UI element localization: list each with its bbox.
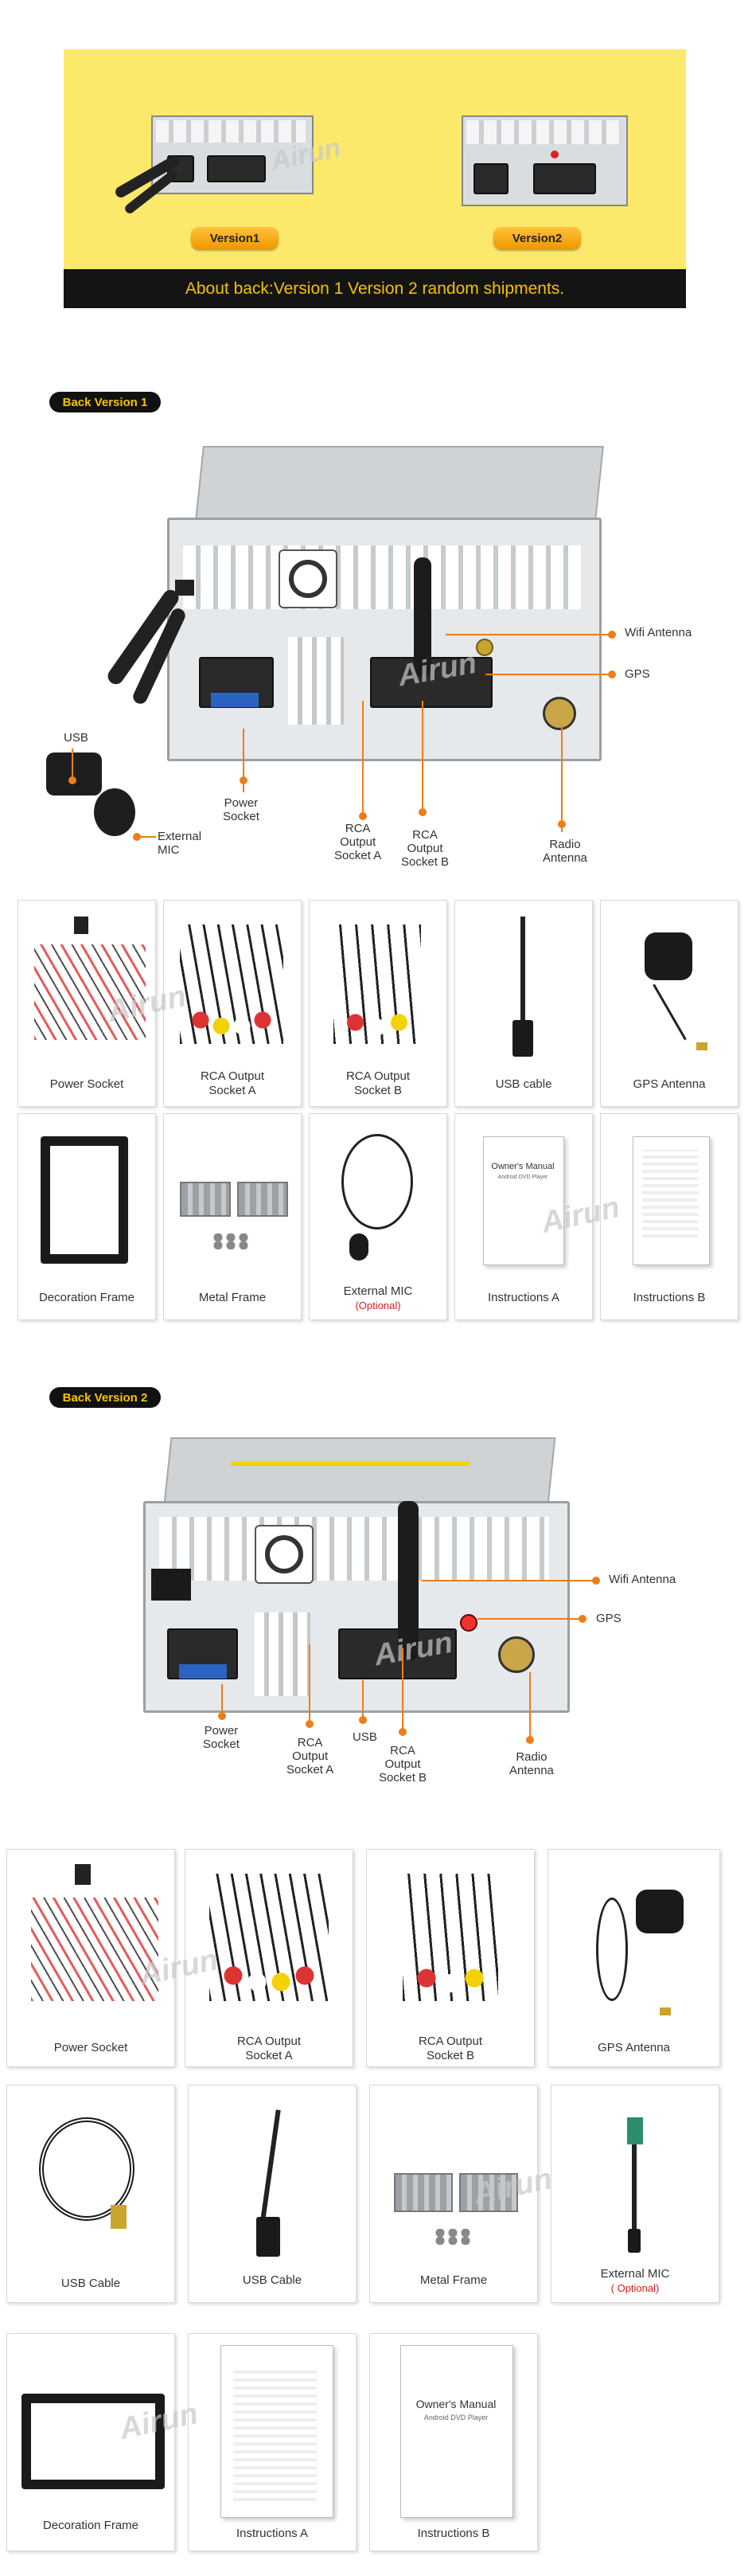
version2-thumbnail (462, 115, 629, 207)
callout-rca-a-2: RCA Output Socket A (286, 1736, 334, 1777)
item-label: Instructions A (487, 1291, 560, 1304)
item-label: GPS Antenna (598, 2041, 670, 2054)
callout-power-socket-2: Power Socket (203, 1724, 240, 1751)
version1-badge: Version1 (191, 227, 279, 249)
item-label: Instructions B (417, 2527, 490, 2540)
callout-usb: USB (64, 731, 88, 745)
item-label: External MIC (Optional) (310, 1284, 446, 1313)
item-card-instructions-b-2: Owner's Manual Android DVD Player Instru… (369, 2333, 538, 2551)
back-version-1-tag: Back Version 1 (49, 392, 161, 412)
callout-rca-a-1: RCA Output Socket A (334, 822, 382, 862)
item-label: Instructions A (236, 2527, 309, 2540)
manual-subtitle: Android DVD Player (497, 1175, 548, 1180)
item-card-decoration-frame-2: Decoration Frame (6, 2333, 175, 2551)
item-label-text: External MIC (600, 2267, 670, 2281)
item-label: USB Cable (60, 2277, 121, 2290)
callout-wifi-antenna-2: Wifi Antenna (609, 1573, 676, 1586)
item-label: USB cable (495, 1077, 552, 1091)
item-label: Instructions B (633, 1291, 706, 1304)
back-version-2-tag: Back Version 2 (49, 1387, 161, 1408)
item-label: Power Socket (53, 2041, 128, 2054)
callout-wifi-antenna: Wifi Antenna (625, 626, 692, 639)
item-label: Power Socket (49, 1077, 124, 1091)
callout-radio-antenna-1: Radio Antenna (543, 838, 587, 865)
item-card-decoration-frame: Decoration Frame (18, 1113, 156, 1320)
back-version-1-photo (151, 446, 629, 764)
item-card-usb-cable: USB cable (454, 900, 593, 1107)
item-card-metal-frame-2: Metal Frame (369, 2085, 538, 2303)
item-label: GPS Antenna (633, 1077, 706, 1091)
item-card-rca-output-b: RCA Output Socket B (309, 900, 447, 1107)
banner-caption: About back:Version 1 Version 2 random sh… (64, 269, 686, 308)
callout-usb-2: USB (353, 1730, 377, 1744)
version2-badge: Version2 (493, 227, 581, 249)
item-label: RCA Output Socket B (345, 1069, 411, 1097)
callout-power-socket-1: Power Socket (223, 796, 259, 823)
manual-title: Owner's Manual (491, 1162, 555, 1171)
item-card-instructions-b: Instructions B (600, 1113, 738, 1320)
manual-title-2: Owner's Manual (415, 2398, 497, 2410)
item-card-metal-frame: Metal Frame (163, 1113, 302, 1320)
item-card-rca-output-a-2: RCA Output Socket A (185, 1849, 353, 2067)
item-label: Metal Frame (198, 1291, 267, 1304)
version1-thumbnail (111, 107, 318, 216)
manual-subtitle-2: Android DVD Player (423, 2414, 489, 2422)
item-label-text: External MIC (343, 1284, 413, 1298)
item-label: Decoration Frame (42, 2519, 139, 2532)
item-card-usb-cable-coiled: USB Cable (6, 2085, 175, 2303)
item-label: RCA Output Socket A (236, 2035, 302, 2062)
item-label: Metal Frame (419, 2273, 488, 2287)
item-card-external-mic: External MIC (Optional) (309, 1113, 447, 1320)
callout-rca-b-1: RCA Output Socket B (401, 828, 450, 869)
item-card-power-socket: Power Socket (18, 900, 156, 1107)
item-card-gps-antenna: GPS Antenna (600, 900, 738, 1107)
item-label: RCA Output Socket A (200, 1069, 265, 1097)
item-label: External MIC ( Optional) (551, 2267, 719, 2296)
callout-external-mic: External MIC (158, 830, 202, 857)
item-card-rca-output-a: RCA Output Socket A (163, 900, 302, 1107)
item-card-power-socket-2: Power Socket (6, 1849, 175, 2067)
callout-gps-2: GPS (596, 1612, 622, 1625)
item-card-rca-output-b-2: RCA Output Socket B (366, 1849, 535, 2067)
item-card-instructions-a-2: Instructions A (188, 2333, 357, 2551)
item-card-instructions-a: Owner's Manual Android DVD Player Instru… (454, 1113, 593, 1320)
back-version-2-photo (135, 1437, 589, 1724)
callout-gps: GPS (625, 667, 650, 681)
callout-rca-b-2: RCA Output Socket B (379, 1744, 427, 1784)
item-card-external-mic-2: External MIC ( Optional) (551, 2085, 719, 2303)
item-card-gps-antenna-2: GPS Antenna (548, 1849, 720, 2067)
item-card-usb-cable-2: USB Cable (188, 2085, 357, 2303)
item-label: Decoration Frame (38, 1291, 135, 1304)
callout-radio-antenna-2: Radio Antenna (509, 1750, 554, 1777)
item-label: USB Cable (242, 2273, 302, 2287)
item-label: RCA Output Socket B (418, 2035, 483, 2062)
optional-note: ( Optional) (610, 2282, 660, 2294)
optional-note: (Optional) (355, 1300, 401, 1311)
